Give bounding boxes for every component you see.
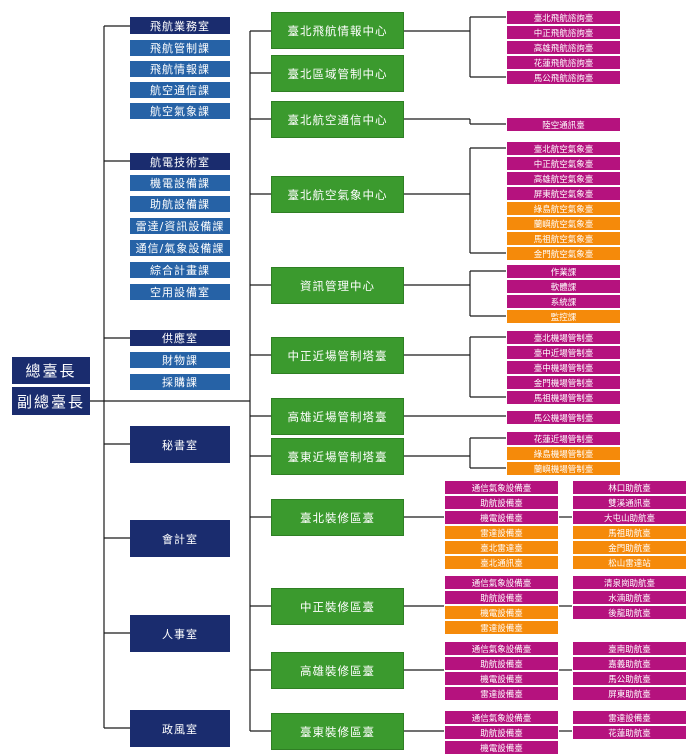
- station-box: 陸空通訊臺: [506, 117, 621, 132]
- station-box: 臺中機場管制臺: [506, 360, 621, 375]
- subunit-box: 財物課: [130, 352, 230, 368]
- station-box: 監控課: [506, 309, 621, 324]
- station-box: 中正航空氣象臺: [506, 156, 621, 171]
- station-box: 助航設備臺: [444, 656, 559, 671]
- station-box: 馬公機場管制臺: [506, 410, 621, 425]
- station-box: 綠島機場管制臺: [506, 446, 621, 461]
- station-box: 金門助航臺: [572, 540, 687, 555]
- station-box: 機電設備臺: [444, 605, 559, 620]
- station-box: 清泉崗助航臺: [572, 575, 687, 590]
- unit-flight-operations-office: 飛航業務室: [130, 17, 230, 34]
- station-box: 屏東助航臺: [572, 686, 687, 701]
- deputy-director-general-box: 副總臺長: [12, 387, 90, 415]
- station-box: 助航設備臺: [444, 725, 559, 740]
- station-box: 雷達設備臺: [444, 686, 559, 701]
- station-box: 通信氣象設備臺: [444, 575, 559, 590]
- station-box: 花蓮近場管制臺: [506, 431, 621, 446]
- subunit-box: 空用設備室: [130, 284, 230, 300]
- station-box: 金門航空氣象臺: [506, 246, 621, 261]
- station-box: 機電設備臺: [444, 740, 559, 755]
- station-box: 臺南助航臺: [572, 641, 687, 656]
- center-taipei-comm: 臺北航空通信中心: [271, 101, 404, 138]
- station-box: 花蓮助航臺: [572, 725, 687, 740]
- station-box: 蘭嶼航空氣象臺: [506, 216, 621, 231]
- subunit-box: 航空氣象課: [130, 103, 230, 119]
- station-box: 後龍助航臺: [572, 605, 687, 620]
- station-box: 花蓮飛航諮詢臺: [506, 55, 621, 70]
- station-box: 機電設備臺: [444, 510, 559, 525]
- subunit-box: 機電設備課: [130, 175, 230, 191]
- station-box: 系統課: [506, 294, 621, 309]
- center-taipei-maintenance: 臺北裝修區臺: [271, 499, 404, 536]
- unit-supply-office: 供應室: [130, 330, 230, 346]
- station-box: 雷達設備臺: [444, 620, 559, 635]
- subunit-box: 綜合計畫課: [130, 262, 230, 278]
- station-box: 作業課: [506, 264, 621, 279]
- station-box: 蘭嶼機場管制臺: [506, 461, 621, 476]
- station-box: 水湳助航臺: [572, 590, 687, 605]
- station-box: 馬祖機場管制臺: [506, 390, 621, 405]
- center-taipei-met: 臺北航空氣象中心: [271, 176, 404, 213]
- center-kaohsiung-maintenance: 高雄裝修區臺: [271, 652, 404, 689]
- unit-secretariat: 秘書室: [130, 426, 230, 463]
- station-box: 臺北航空氣象臺: [506, 141, 621, 156]
- subunit-box: 飛航管制課: [130, 40, 230, 56]
- station-box: 中正飛航諮詢臺: [506, 25, 621, 40]
- station-box: 機電設備臺: [444, 671, 559, 686]
- station-box: 屏東航空氣象臺: [506, 186, 621, 201]
- station-box: 臺中近場管制臺: [506, 345, 621, 360]
- subunit-box: 航空通信課: [130, 82, 230, 98]
- subunit-box: 通信/氣象設備課: [130, 240, 230, 256]
- station-box: 臺北通訊臺: [444, 555, 559, 570]
- subunit-box: 採購課: [130, 374, 230, 390]
- station-box: 臺北飛航諮詢臺: [506, 10, 621, 25]
- station-box: 嘉義助航臺: [572, 656, 687, 671]
- subunit-box: 雷達/資訊設備課: [130, 218, 230, 234]
- center-ckg-approach: 中正近場管制塔臺: [271, 337, 404, 374]
- station-box: 馬公飛航諮詢臺: [506, 70, 621, 85]
- station-box: 臺北機場管制臺: [506, 330, 621, 345]
- station-box: 馬祖助航臺: [572, 525, 687, 540]
- station-box: 綠島航空氣象臺: [506, 201, 621, 216]
- unit-electronics-tech-office: 航電技術室: [130, 153, 230, 170]
- station-box: 松山雷達站: [572, 555, 687, 570]
- station-box: 馬公助航臺: [572, 671, 687, 686]
- unit-accounting-office: 會計室: [130, 520, 230, 557]
- station-box: 助航設備臺: [444, 495, 559, 510]
- center-ckg-maintenance: 中正裝修區臺: [271, 588, 404, 625]
- station-box: 雷達設備臺: [572, 710, 687, 725]
- center-taitung-maintenance: 臺東裝修區臺: [271, 713, 404, 750]
- station-box: 馬祖航空氣象臺: [506, 231, 621, 246]
- subunit-box: 飛航情報課: [130, 61, 230, 77]
- center-taipei-acc: 臺北區域管制中心: [271, 55, 404, 92]
- station-box: 高雄航空氣象臺: [506, 171, 621, 186]
- station-box: 高雄飛航諮詢臺: [506, 40, 621, 55]
- center-taitung-approach: 臺東近場管制塔臺: [271, 438, 404, 475]
- subunit-box: 助航設備課: [130, 196, 230, 212]
- director-general-box: 總臺長: [12, 357, 90, 384]
- unit-ethics-office: 政風室: [130, 710, 230, 747]
- station-box: 通信氣象設備臺: [444, 641, 559, 656]
- station-box: 通信氣象設備臺: [444, 480, 559, 495]
- station-box: 雷達設備臺: [444, 525, 559, 540]
- unit-personnel-office: 人事室: [130, 615, 230, 652]
- center-info-mgmt: 資訊管理中心: [271, 267, 404, 304]
- station-box: 臺北雷達臺: [444, 540, 559, 555]
- station-box: 大屯山助航臺: [572, 510, 687, 525]
- station-box: 軟體課: [506, 279, 621, 294]
- station-box: 通信氣象設備臺: [444, 710, 559, 725]
- center-kaohsiung-approach: 高雄近場管制塔臺: [271, 398, 404, 435]
- station-box: 金門機場管制臺: [506, 375, 621, 390]
- center-taipei-fir: 臺北飛航情報中心: [271, 12, 404, 49]
- station-box: 雙溪通訊臺: [572, 495, 687, 510]
- station-box: 助航設備臺: [444, 590, 559, 605]
- station-box: 林口助航臺: [572, 480, 687, 495]
